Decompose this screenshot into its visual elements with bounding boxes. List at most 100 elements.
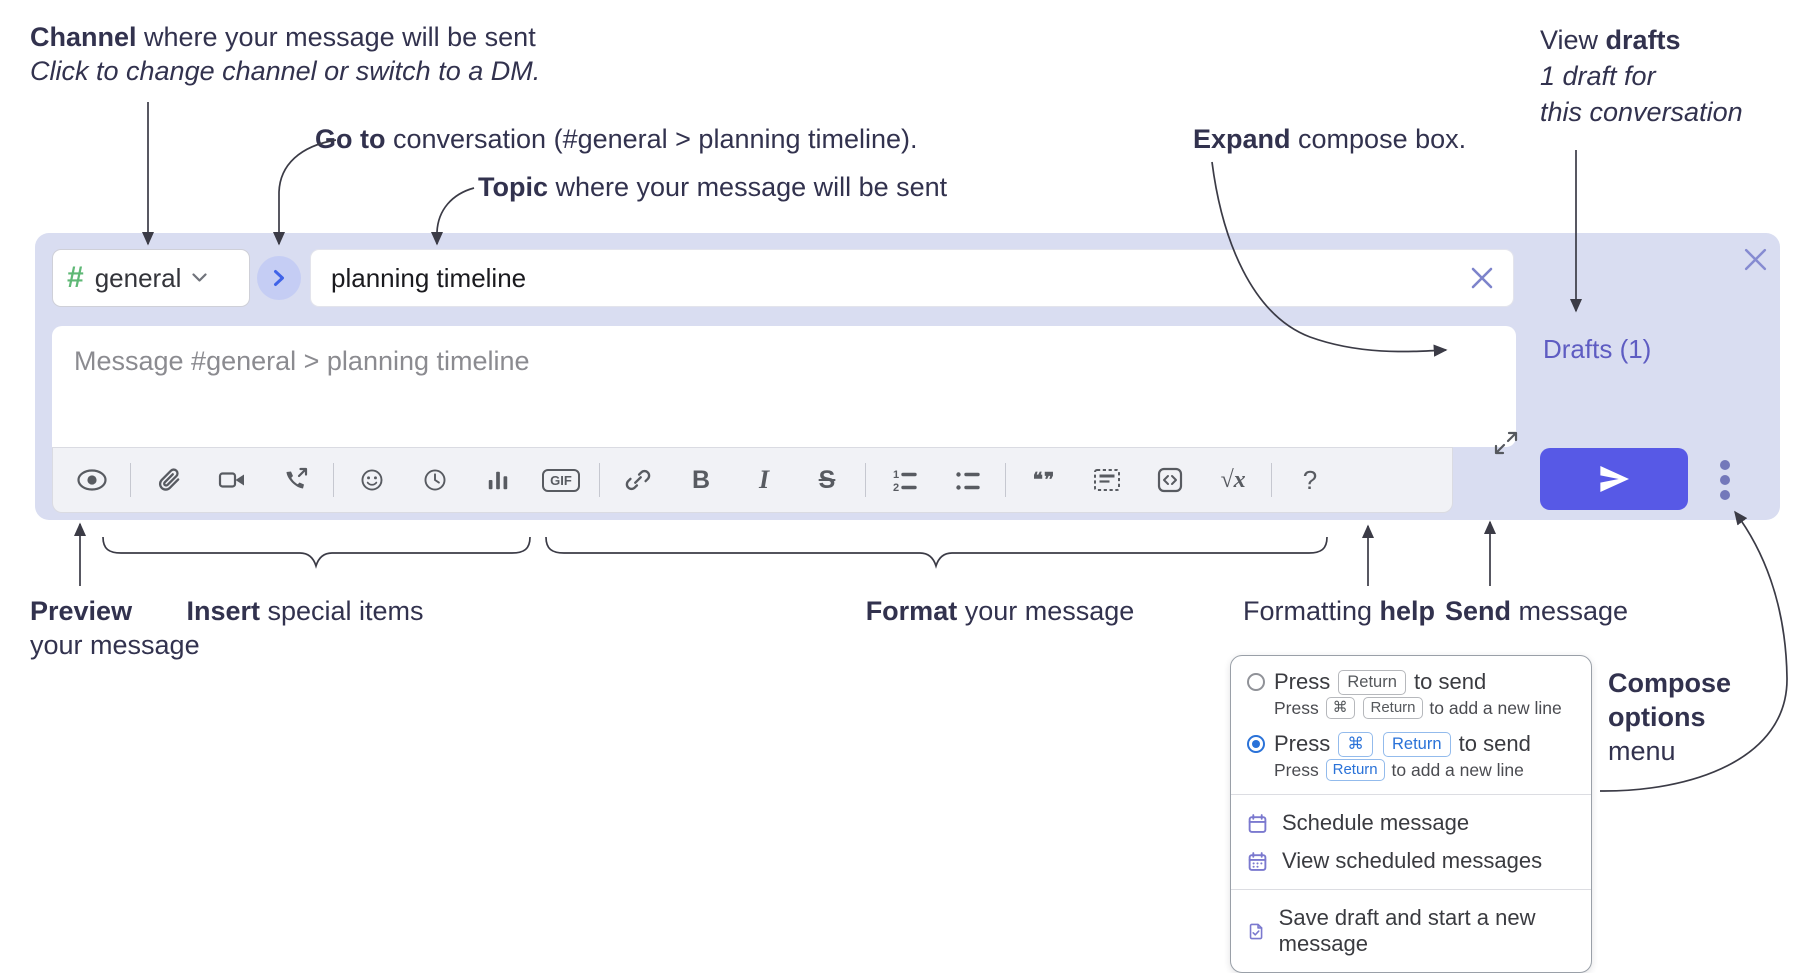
bold-button[interactable]: B [676, 457, 726, 503]
annotation-help-bold: help [1379, 596, 1436, 626]
annotation-topic-rest: where your message will be sent [548, 172, 948, 202]
topic-input-box [310, 249, 1514, 307]
emoji-button[interactable] [347, 457, 397, 503]
topic-input[interactable] [329, 261, 1465, 295]
link-icon [625, 469, 651, 491]
quote-button[interactable]: ❝❞ [1019, 457, 1069, 503]
kbd-cmd: ⌘ [1338, 732, 1373, 757]
clock-icon [424, 469, 446, 491]
close-icon [1744, 248, 1766, 270]
bold-icon: B [691, 465, 711, 494]
voice-call-button[interactable] [270, 457, 320, 503]
math-button[interactable]: √x [1208, 457, 1258, 503]
option-label: Press Return to send [1274, 669, 1486, 695]
annotation-view-drafts-line2: 1 draft for [1540, 61, 1656, 91]
brace-insert-group [102, 536, 531, 569]
poll-button[interactable] [473, 457, 523, 503]
annotation-expand-rest: compose box. [1290, 124, 1467, 154]
annotation-send-rest: message [1511, 596, 1629, 626]
toolbar-divider [1271, 463, 1272, 497]
clear-topic-button[interactable] [1465, 261, 1499, 295]
annotation-expand-bold: Expand [1193, 124, 1291, 154]
expand-compose-button[interactable] [1493, 430, 1519, 456]
attach-file-button[interactable] [144, 457, 194, 503]
time-button[interactable] [410, 457, 460, 503]
message-input[interactable] [52, 326, 1516, 447]
code-button[interactable] [1145, 457, 1195, 503]
annotation-view-drafts-line3: this conversation [1540, 97, 1743, 127]
channel-selector[interactable]: # general [52, 249, 250, 307]
annotation-channel-line1: Channel where your message will be sent [30, 20, 540, 54]
preview-button[interactable] [67, 457, 117, 503]
kbd-return: Return [1325, 759, 1385, 781]
annotation-format-rest: your message [957, 596, 1135, 626]
bar-chart-icon [488, 471, 508, 490]
annotation-channel-rest: where your message will be sent [136, 22, 536, 52]
close-compose-button[interactable] [1738, 242, 1772, 276]
menu-item-schedule-message[interactable]: Schedule message [1247, 804, 1575, 842]
annotation-options-line2: options [1608, 702, 1706, 732]
send-plane-icon [1600, 466, 1629, 492]
toolbar-divider [333, 463, 334, 497]
video-camera-icon [218, 472, 244, 488]
expand-icon [1494, 431, 1518, 455]
close-icon [1471, 267, 1493, 289]
annotation-formatting-help: Formatting help [1243, 594, 1435, 628]
annotation-options-line1: Compose [1608, 668, 1732, 698]
toolbar-divider [865, 463, 866, 497]
channel-name: general [94, 262, 182, 293]
menu-item-label: View scheduled messages [1282, 848, 1543, 873]
spoiler-button[interactable] [1082, 457, 1132, 503]
chevron-down-icon [192, 273, 208, 282]
menu-item-view-scheduled-messages[interactable]: View scheduled messages [1247, 842, 1575, 880]
annotation-goto: Go to conversation (#general > planning … [315, 122, 918, 156]
toolbar-divider [599, 463, 600, 497]
annotation-view-drafts-bold: drafts [1605, 25, 1681, 55]
gif-button[interactable]: GIF [536, 457, 586, 503]
send-button[interactable] [1540, 448, 1688, 510]
italic-button[interactable]: I [739, 457, 789, 503]
annotation-channel: Channel where your message will be sent … [30, 20, 540, 88]
paperclip-icon [158, 468, 180, 491]
goto-conversation-button[interactable] [257, 256, 301, 300]
option-cmd-enter-to-send[interactable]: Press ⌘ Return to send [1247, 727, 1575, 758]
brace-format-group [545, 536, 1328, 569]
annotation-expand: Expand compose box. [1193, 122, 1466, 156]
channel-hash-icon: # [67, 261, 84, 294]
annotation-format-bold: Format [865, 596, 958, 626]
phone-outgoing-icon [286, 467, 308, 489]
annotation-format: Format your message [790, 594, 1210, 628]
math-icon: √x [1220, 466, 1246, 493]
to-send-text: to send [1414, 669, 1487, 694]
dot-icon [1720, 475, 1730, 485]
option-enter-sub-label: Press ⌘ Return to add a new line [1274, 697, 1575, 719]
ol-number-1: 1 [893, 469, 899, 481]
kbd-return: Return [1383, 732, 1451, 757]
formatting-help-button[interactable]: ? [1285, 457, 1335, 503]
link-button[interactable] [613, 457, 663, 503]
annotation-channel-line2: Click to change channel or switch to a D… [30, 56, 541, 86]
annotation-topic: Topic where your message will be sent [478, 170, 947, 204]
menu-item-label: Save draft and start a new message [1278, 905, 1536, 956]
press-text: Press [1274, 698, 1319, 718]
option-enter-to-send[interactable]: Press Return to send [1247, 665, 1575, 696]
drafts-link[interactable]: Drafts (1) [1543, 334, 1652, 364]
quote-icon: ❝❞ [1032, 469, 1056, 491]
compose-options-menu-button[interactable] [1705, 455, 1745, 505]
option-cmd-enter-sub-label: Press Return to add a new line [1274, 759, 1575, 781]
bulleted-list-button[interactable] [942, 457, 992, 503]
radio-unselected-icon[interactable] [1247, 673, 1265, 691]
menu-item-save-draft-new-message[interactable]: Save draft and start a new message [1247, 899, 1575, 963]
dot-icon [1720, 460, 1730, 470]
strikethrough-button[interactable]: S [802, 457, 852, 503]
radio-selected-icon[interactable] [1247, 735, 1265, 753]
video-call-button[interactable] [207, 457, 257, 503]
message-box [52, 326, 1518, 455]
compose-box: # general Drafts (1) [35, 233, 1780, 520]
dot-icon [1720, 490, 1730, 500]
menu-item-label: Schedule message [1282, 810, 1470, 835]
annotation-channel-bold: Channel [30, 22, 137, 52]
annotation-insert-bold: Insert [186, 596, 260, 626]
